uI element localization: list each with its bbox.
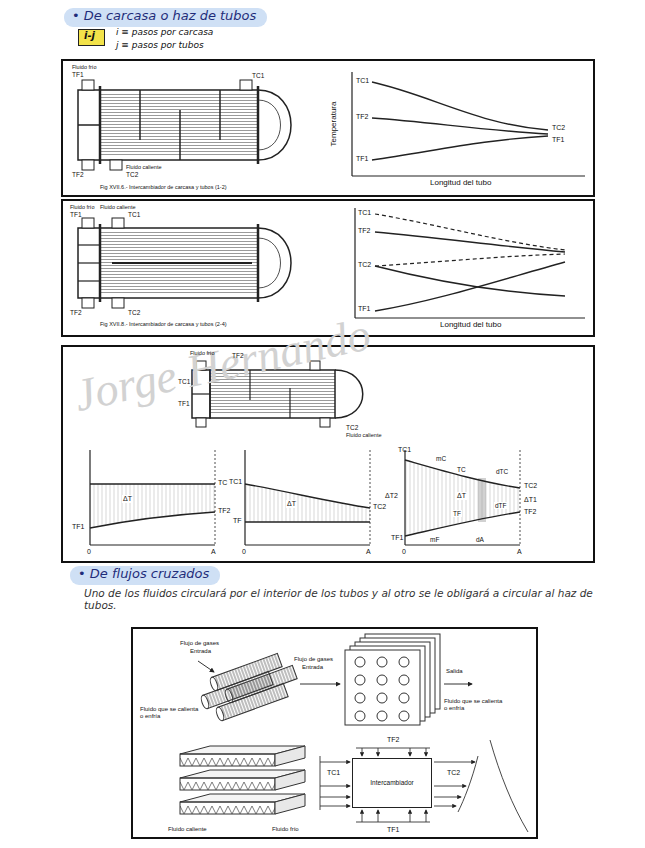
delta-label: ΔT2 bbox=[385, 492, 398, 500]
curve-label: TF2 bbox=[524, 508, 536, 516]
temperature-label: TC2 bbox=[446, 769, 461, 777]
figure-caption: Fig XVII.6.- Intercambiador de carcasa y… bbox=[100, 184, 227, 190]
curve-label: TC2 bbox=[373, 503, 386, 511]
exchanger-box: Intercambiador bbox=[352, 758, 432, 808]
temperature-label: TF1 bbox=[386, 826, 400, 834]
axis-title: Longitud del tubo bbox=[440, 321, 501, 330]
temperature-label: TF2 bbox=[232, 352, 244, 359]
node-text: Intercambiador bbox=[370, 779, 413, 786]
temperature-label: TC1 bbox=[178, 378, 190, 385]
curve-label: TC2 bbox=[524, 482, 537, 490]
flow-label: Entrada bbox=[302, 664, 323, 671]
axis-tick: A bbox=[517, 548, 522, 556]
flow-label: Salida bbox=[446, 668, 463, 675]
fluid-label: Fluido frío bbox=[272, 826, 299, 833]
curve-label: TC1 bbox=[358, 209, 371, 217]
fluid-label: Fluido caliente bbox=[100, 204, 135, 210]
axis-tick: A bbox=[366, 548, 371, 556]
curve-label: TC1 bbox=[229, 478, 242, 486]
fluid-label: Fluido que se calienta o enfría bbox=[140, 706, 200, 719]
pass-notation-box: i-j bbox=[78, 29, 105, 46]
curve-label: TC1 bbox=[356, 77, 369, 85]
curve-label: TC1 bbox=[398, 446, 411, 454]
temperature-label: TF2 bbox=[386, 736, 400, 744]
fluid-label: Fluido que se calienta o enfría bbox=[444, 698, 506, 711]
curve-label: TF1 bbox=[356, 155, 368, 163]
curve-label: TF2 bbox=[218, 507, 230, 515]
curve-label: TF2 bbox=[358, 227, 370, 235]
temperature-label: TC1 bbox=[326, 769, 341, 777]
delta-label: ΔT1 bbox=[524, 496, 537, 504]
axis-tick: 0 bbox=[87, 548, 91, 556]
temperature-label: TC1 bbox=[128, 211, 140, 218]
temperature-label: TF2 bbox=[70, 309, 82, 316]
curve-label: TC bbox=[456, 466, 467, 473]
section-heading: • De flujos cruzados bbox=[70, 566, 220, 585]
axis-title: Temperatura bbox=[330, 102, 339, 147]
fluid-label: Fluido frío bbox=[190, 350, 214, 356]
node-text: i-j bbox=[84, 30, 99, 42]
note: Uno de los fluidos circulará por el inte… bbox=[84, 588, 614, 611]
fluid-label: Fluido frío bbox=[70, 204, 94, 210]
fluid-label: Fluido caliente bbox=[168, 826, 207, 833]
section-heading: • De carcasa o haz de tubos bbox=[64, 8, 267, 27]
delta-label: ΔT bbox=[286, 500, 297, 508]
fluid-label: Fluido frío bbox=[72, 64, 96, 70]
delta-label: ΔT bbox=[122, 495, 133, 503]
flow-label: mF bbox=[430, 536, 439, 543]
temperature-label: TC2 bbox=[126, 171, 138, 178]
curve-label: TF2 bbox=[356, 113, 368, 121]
temperature-label: TF1 bbox=[70, 211, 82, 218]
curve-label: TF1 bbox=[72, 523, 84, 531]
temperature-label: TC1 bbox=[252, 72, 264, 79]
curve-label: TF1 bbox=[552, 136, 564, 144]
fluid-label: Fluido caliente bbox=[126, 164, 161, 170]
note: j ≡ pasos por tubos bbox=[116, 41, 204, 51]
axis-tick: A bbox=[211, 548, 216, 556]
axis-tick: 0 bbox=[242, 548, 246, 556]
curve-label: TC2 bbox=[552, 124, 565, 132]
curve-label: TF bbox=[233, 517, 242, 525]
differential-label: dA bbox=[476, 536, 484, 543]
temperature-label: TF1 bbox=[72, 71, 84, 78]
flow-label: Flujo de gases bbox=[294, 656, 333, 663]
curve-label: TC2 bbox=[358, 261, 371, 269]
flow-label: Flujo de gases bbox=[180, 640, 219, 647]
differential-label: dTF bbox=[494, 502, 508, 509]
note: i ≡ pasos por carcasa bbox=[116, 28, 213, 38]
temperature-label: TF2 bbox=[72, 171, 84, 178]
flow-label: Entrada bbox=[190, 648, 211, 655]
flow-label: mC bbox=[436, 455, 446, 462]
temperature-label: TF1 bbox=[178, 400, 190, 407]
figure-caption: Fig XVII.8.- Intercambiador de carcasa y… bbox=[100, 321, 227, 327]
fluid-label: Fluido caliente bbox=[346, 432, 381, 438]
curve-label: TF1 bbox=[391, 534, 403, 542]
curve-label: TF1 bbox=[358, 305, 370, 313]
node-text: • De carcasa o haz de tubos bbox=[72, 9, 259, 24]
temperature-label: TC2 bbox=[346, 424, 358, 431]
axis-title: Longitud del tubo bbox=[430, 179, 491, 188]
axis-tick: 0 bbox=[402, 548, 406, 556]
curve-label: TF bbox=[452, 510, 462, 517]
node-text: • De flujos cruzados bbox=[78, 567, 212, 582]
temperature-label: TC2 bbox=[128, 309, 140, 316]
delta-label: ΔT bbox=[456, 492, 467, 500]
differential-label: dTC bbox=[496, 468, 508, 475]
curve-label: TC bbox=[218, 479, 227, 487]
